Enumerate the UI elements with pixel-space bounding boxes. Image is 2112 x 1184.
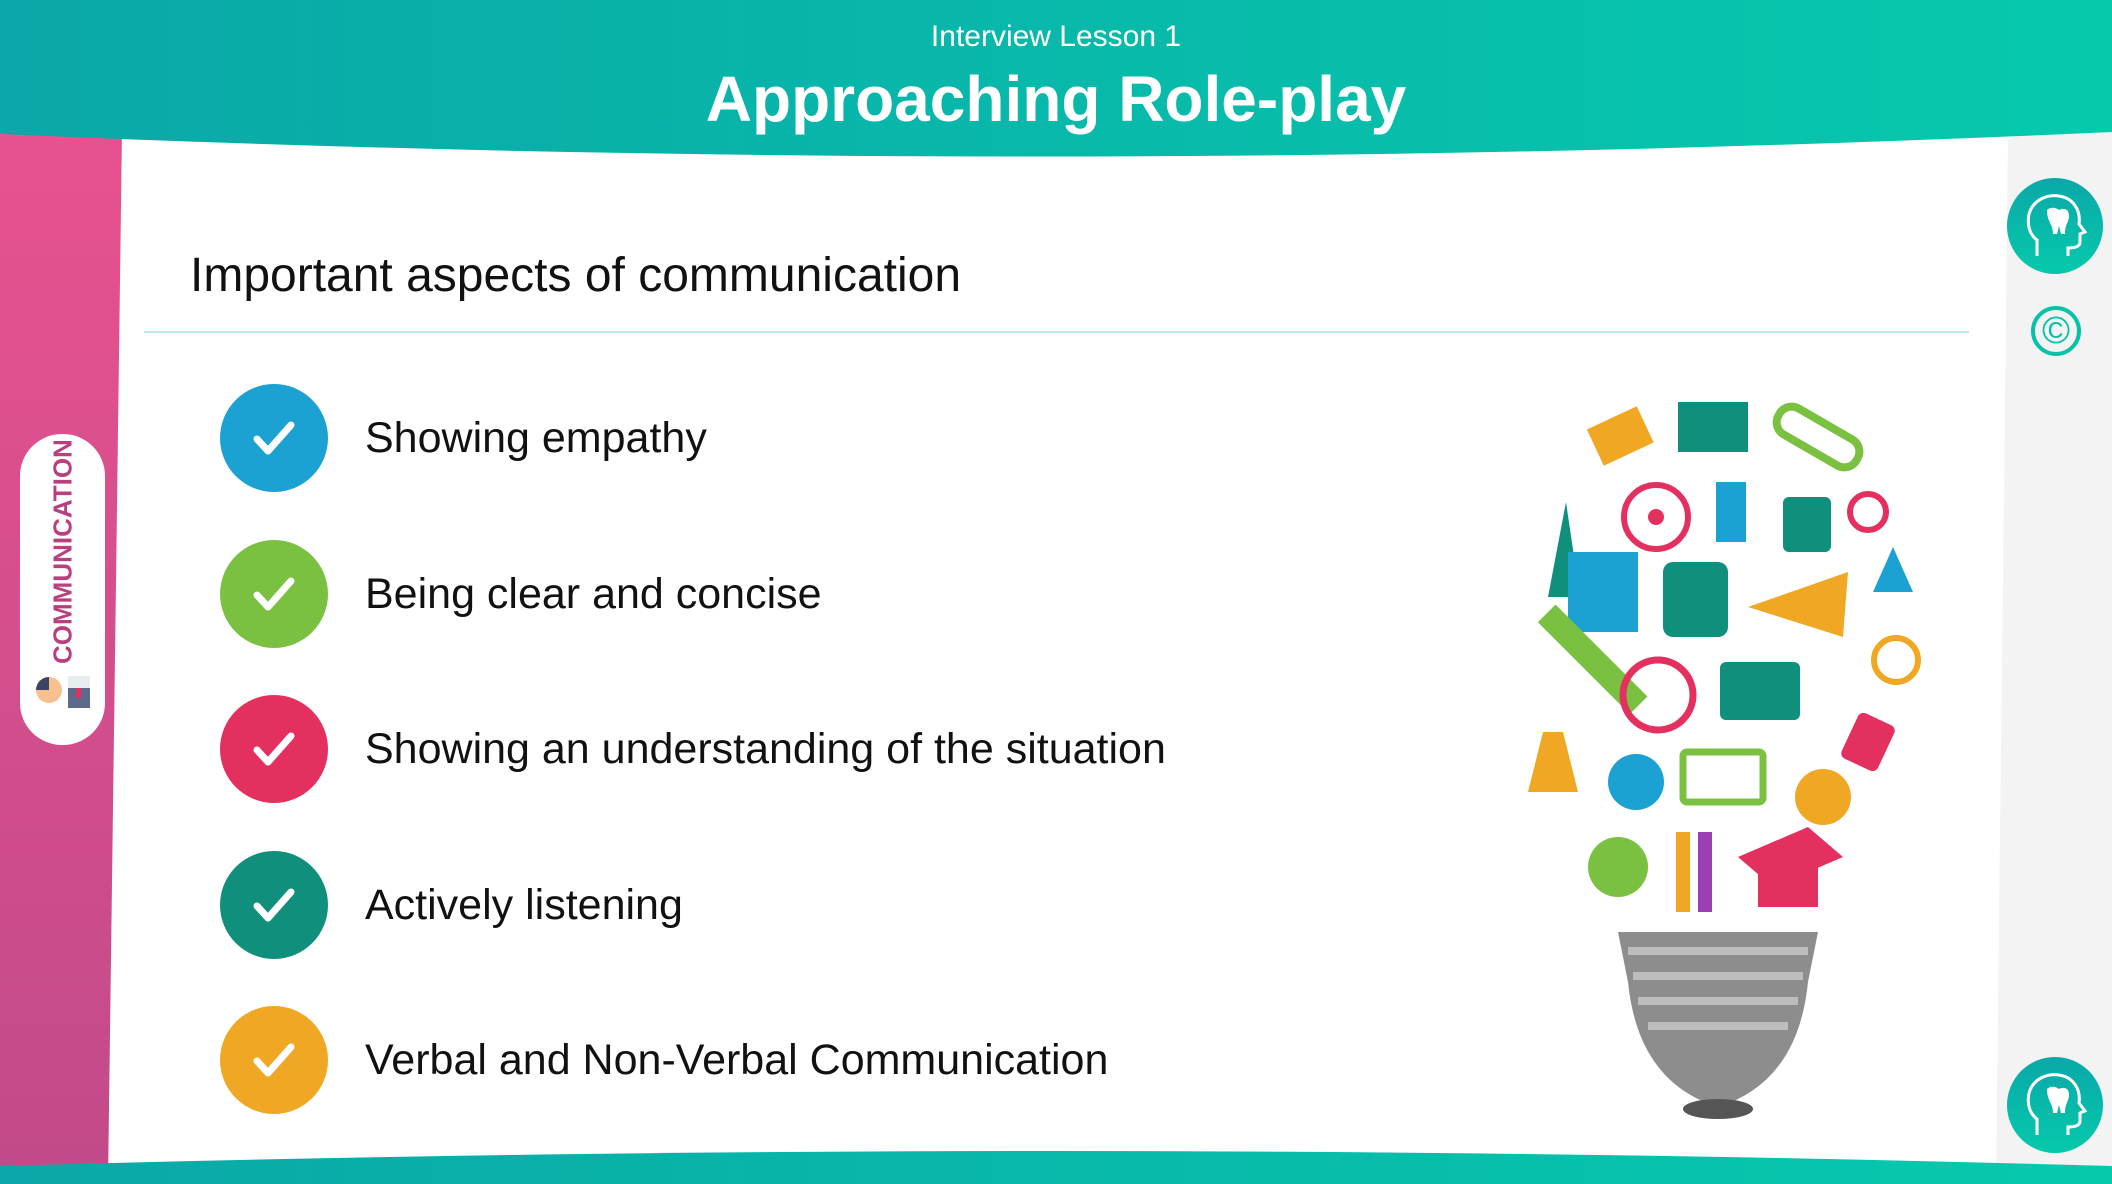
section-heading: Important aspects of communication: [190, 249, 962, 302]
item-label: Showing empathy: [365, 413, 707, 462]
check-icon: [220, 540, 328, 648]
list-item: Verbal and Non-Verbal Communication: [220, 1006, 1108, 1114]
list-item: Showing empathy: [220, 384, 707, 492]
copyright-icon[interactable]: ©: [2031, 306, 2081, 356]
education-lightbulb-illustration: [1528, 402, 1921, 1119]
list-item: Showing an understanding of the situatio…: [220, 695, 1166, 803]
item-label: Verbal and Non-Verbal Communication: [365, 1035, 1109, 1084]
list-item: Being clear and concise: [220, 540, 822, 648]
people-icon: [36, 676, 90, 708]
page-title: Approaching Role-play: [705, 63, 1407, 135]
check-icon: [220, 851, 328, 959]
footer-band: [0, 1144, 2112, 1184]
communication-tab[interactable]: COMMUNICATION: [20, 434, 105, 745]
communication-label: COMMUNICATION: [47, 439, 77, 664]
check-icon: [220, 384, 328, 492]
lesson-subtitle: Interview Lesson 1: [930, 20, 1182, 53]
divider: [144, 331, 1969, 333]
check-icon: [220, 1006, 328, 1114]
item-label: Showing an understanding of the situatio…: [365, 724, 1166, 773]
brain-tooth-logo-icon[interactable]: [2007, 1057, 2103, 1153]
brain-tooth-logo-icon[interactable]: [2007, 178, 2103, 274]
item-label: Actively listening: [365, 880, 683, 929]
list-item: Actively listening: [220, 851, 683, 959]
check-icon: [220, 695, 328, 803]
item-label: Being clear and concise: [365, 569, 822, 618]
right-band: [1996, 100, 2112, 1184]
header: Interview Lesson 1 Approaching Role-play: [0, 0, 2112, 165]
